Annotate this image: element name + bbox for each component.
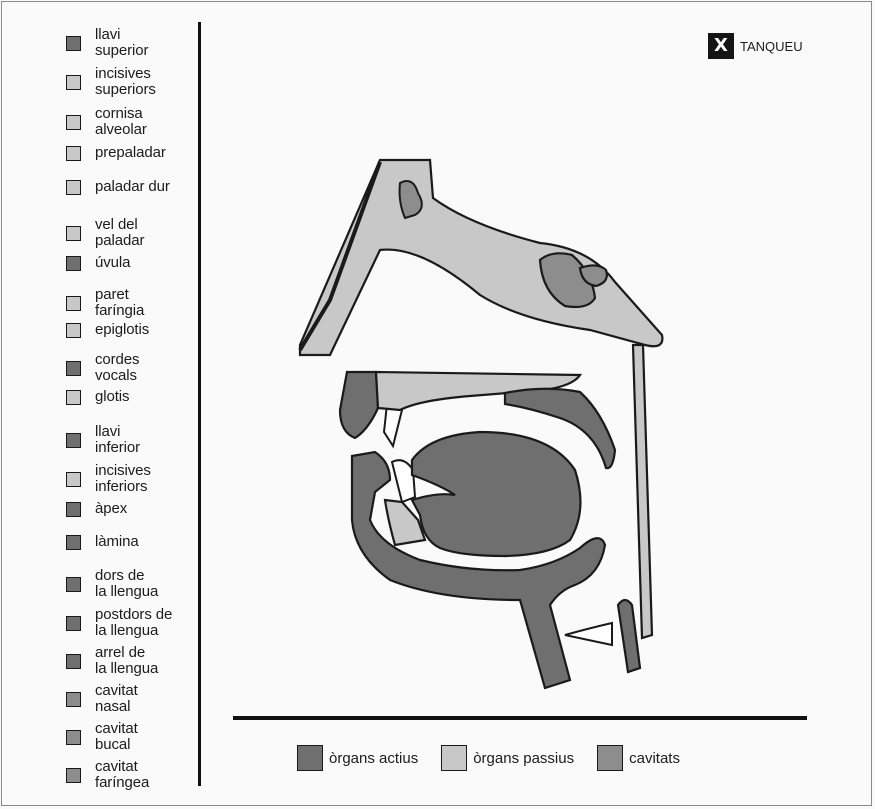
- legend: òrgans actius òrgans passius cavitats: [297, 745, 703, 771]
- legend-label: cavitats: [629, 750, 680, 767]
- legend-item: òrgans actius: [297, 745, 418, 771]
- legend-swatch: [597, 745, 623, 771]
- palate-shape[interactable]: [300, 160, 662, 355]
- legend-label: òrgans passius: [473, 750, 574, 767]
- legend-swatch: [441, 745, 467, 771]
- legend-divider: [233, 716, 807, 720]
- legend-label: òrgans actius: [329, 750, 418, 767]
- upper-lip[interactable]: [340, 372, 378, 438]
- legend-item: òrgans passius: [441, 745, 574, 771]
- legend-swatch: [297, 745, 323, 771]
- epiglottis[interactable]: [565, 623, 612, 645]
- legend-item: cavitats: [597, 745, 680, 771]
- vocal-cords[interactable]: [618, 600, 640, 672]
- tongue[interactable]: [412, 432, 580, 556]
- pharyngeal-wall[interactable]: [633, 345, 652, 638]
